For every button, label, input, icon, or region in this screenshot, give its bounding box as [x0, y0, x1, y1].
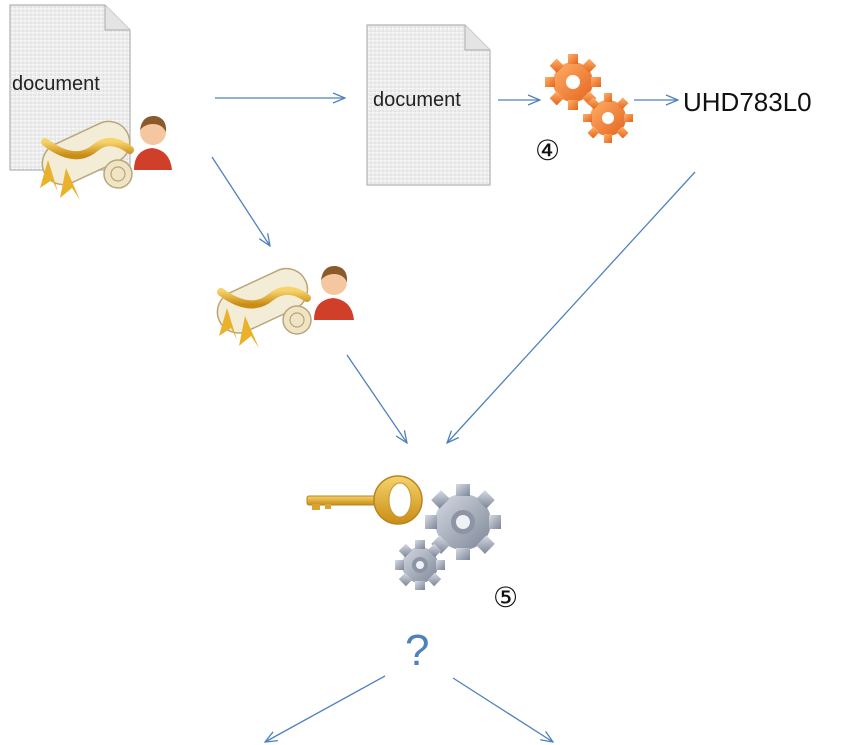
- certificate-icon-standalone: [216, 267, 312, 348]
- arrow-to-certificate: [211, 156, 270, 246]
- document-label: document: [373, 89, 461, 111]
- signed-document-label: document: [12, 73, 100, 95]
- hash-gears-icon: [545, 54, 633, 143]
- certificate-icon: [40, 120, 134, 200]
- verify-gears-icon: [395, 484, 501, 590]
- result-question-mark: ?: [405, 626, 429, 675]
- user-icon: [134, 115, 172, 170]
- arrow-outcome-right: [452, 677, 553, 742]
- step-4-label: ④: [535, 135, 560, 166]
- hash-output-text: UHD783L0: [683, 87, 812, 117]
- step-5-label: ⑤: [493, 582, 518, 613]
- arrow-certificate-to-verify: [346, 354, 407, 443]
- document-icon: document: [366, 24, 491, 186]
- user-icon-standalone: [314, 265, 354, 320]
- arrow-outcome-left: [265, 675, 386, 742]
- arrow-hash-to-verify: [447, 171, 696, 443]
- key-icon: [306, 475, 423, 525]
